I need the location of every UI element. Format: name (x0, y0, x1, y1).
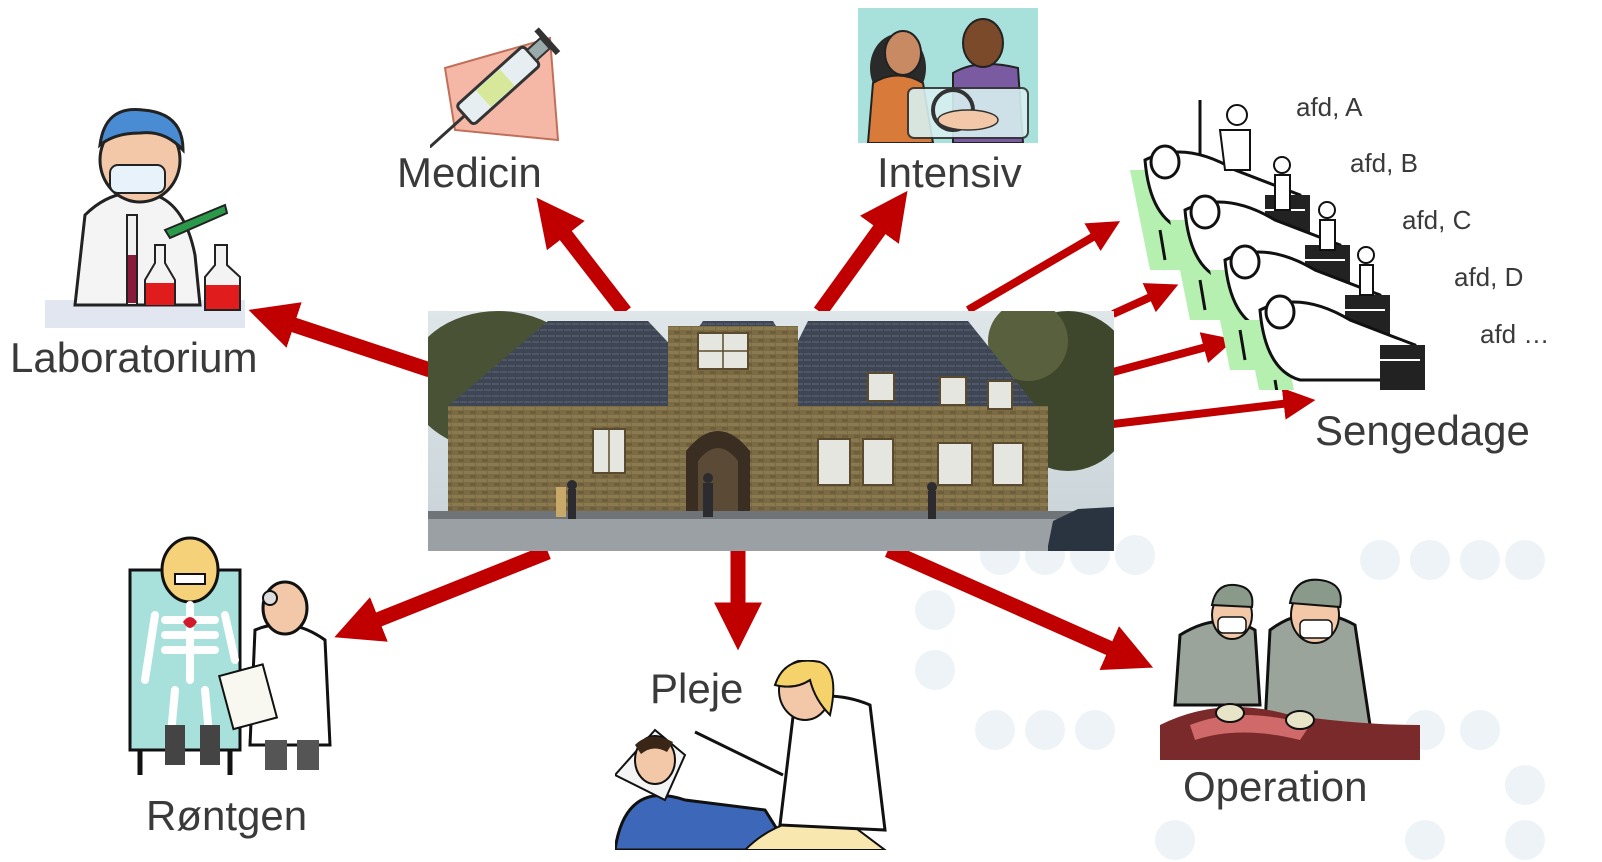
nurse-patient-icon (615, 660, 887, 850)
ward-label-a: afd, A (1296, 92, 1363, 122)
ward-label-c: afd, C (1402, 205, 1472, 235)
surgeons-icon (1160, 578, 1420, 760)
hospital-beds-icon (1130, 100, 1425, 390)
label-operation: Operation (1183, 763, 1368, 810)
arrow-to-afd-a (965, 221, 1121, 314)
ward-label-d: afd, D (1454, 262, 1524, 292)
hospital-building-photo (428, 311, 1114, 551)
label-pleje: Pleje (650, 665, 744, 712)
incubator-parents-icon (858, 8, 1038, 143)
arrow-to-afd-b (1111, 283, 1179, 318)
ward-label-b: afd, B (1350, 148, 1418, 178)
lab-technician-icon (45, 107, 245, 328)
arrow-to-laboratorium (248, 302, 433, 378)
arrow-to-medicin (536, 197, 631, 317)
label-sengedage: Sengedage (1315, 407, 1530, 454)
syringe-icon (430, 27, 561, 148)
label-laboratorium: Laboratorium (10, 334, 258, 381)
arrow-to-afd-c (1111, 332, 1235, 376)
ward-label-more: afd … (1480, 319, 1550, 349)
arrow-to-sengedage (1112, 387, 1316, 428)
label-medicin: Medicin (397, 149, 542, 196)
arrow-to-rontgen (334, 545, 551, 642)
xray-doctor-icon (128, 536, 332, 775)
label-rontgen: Røntgen (146, 792, 308, 839)
arrow-to-operation (884, 543, 1154, 671)
label-intensiv: Intensiv (877, 149, 1022, 196)
arrow-to-intensiv (813, 190, 908, 317)
